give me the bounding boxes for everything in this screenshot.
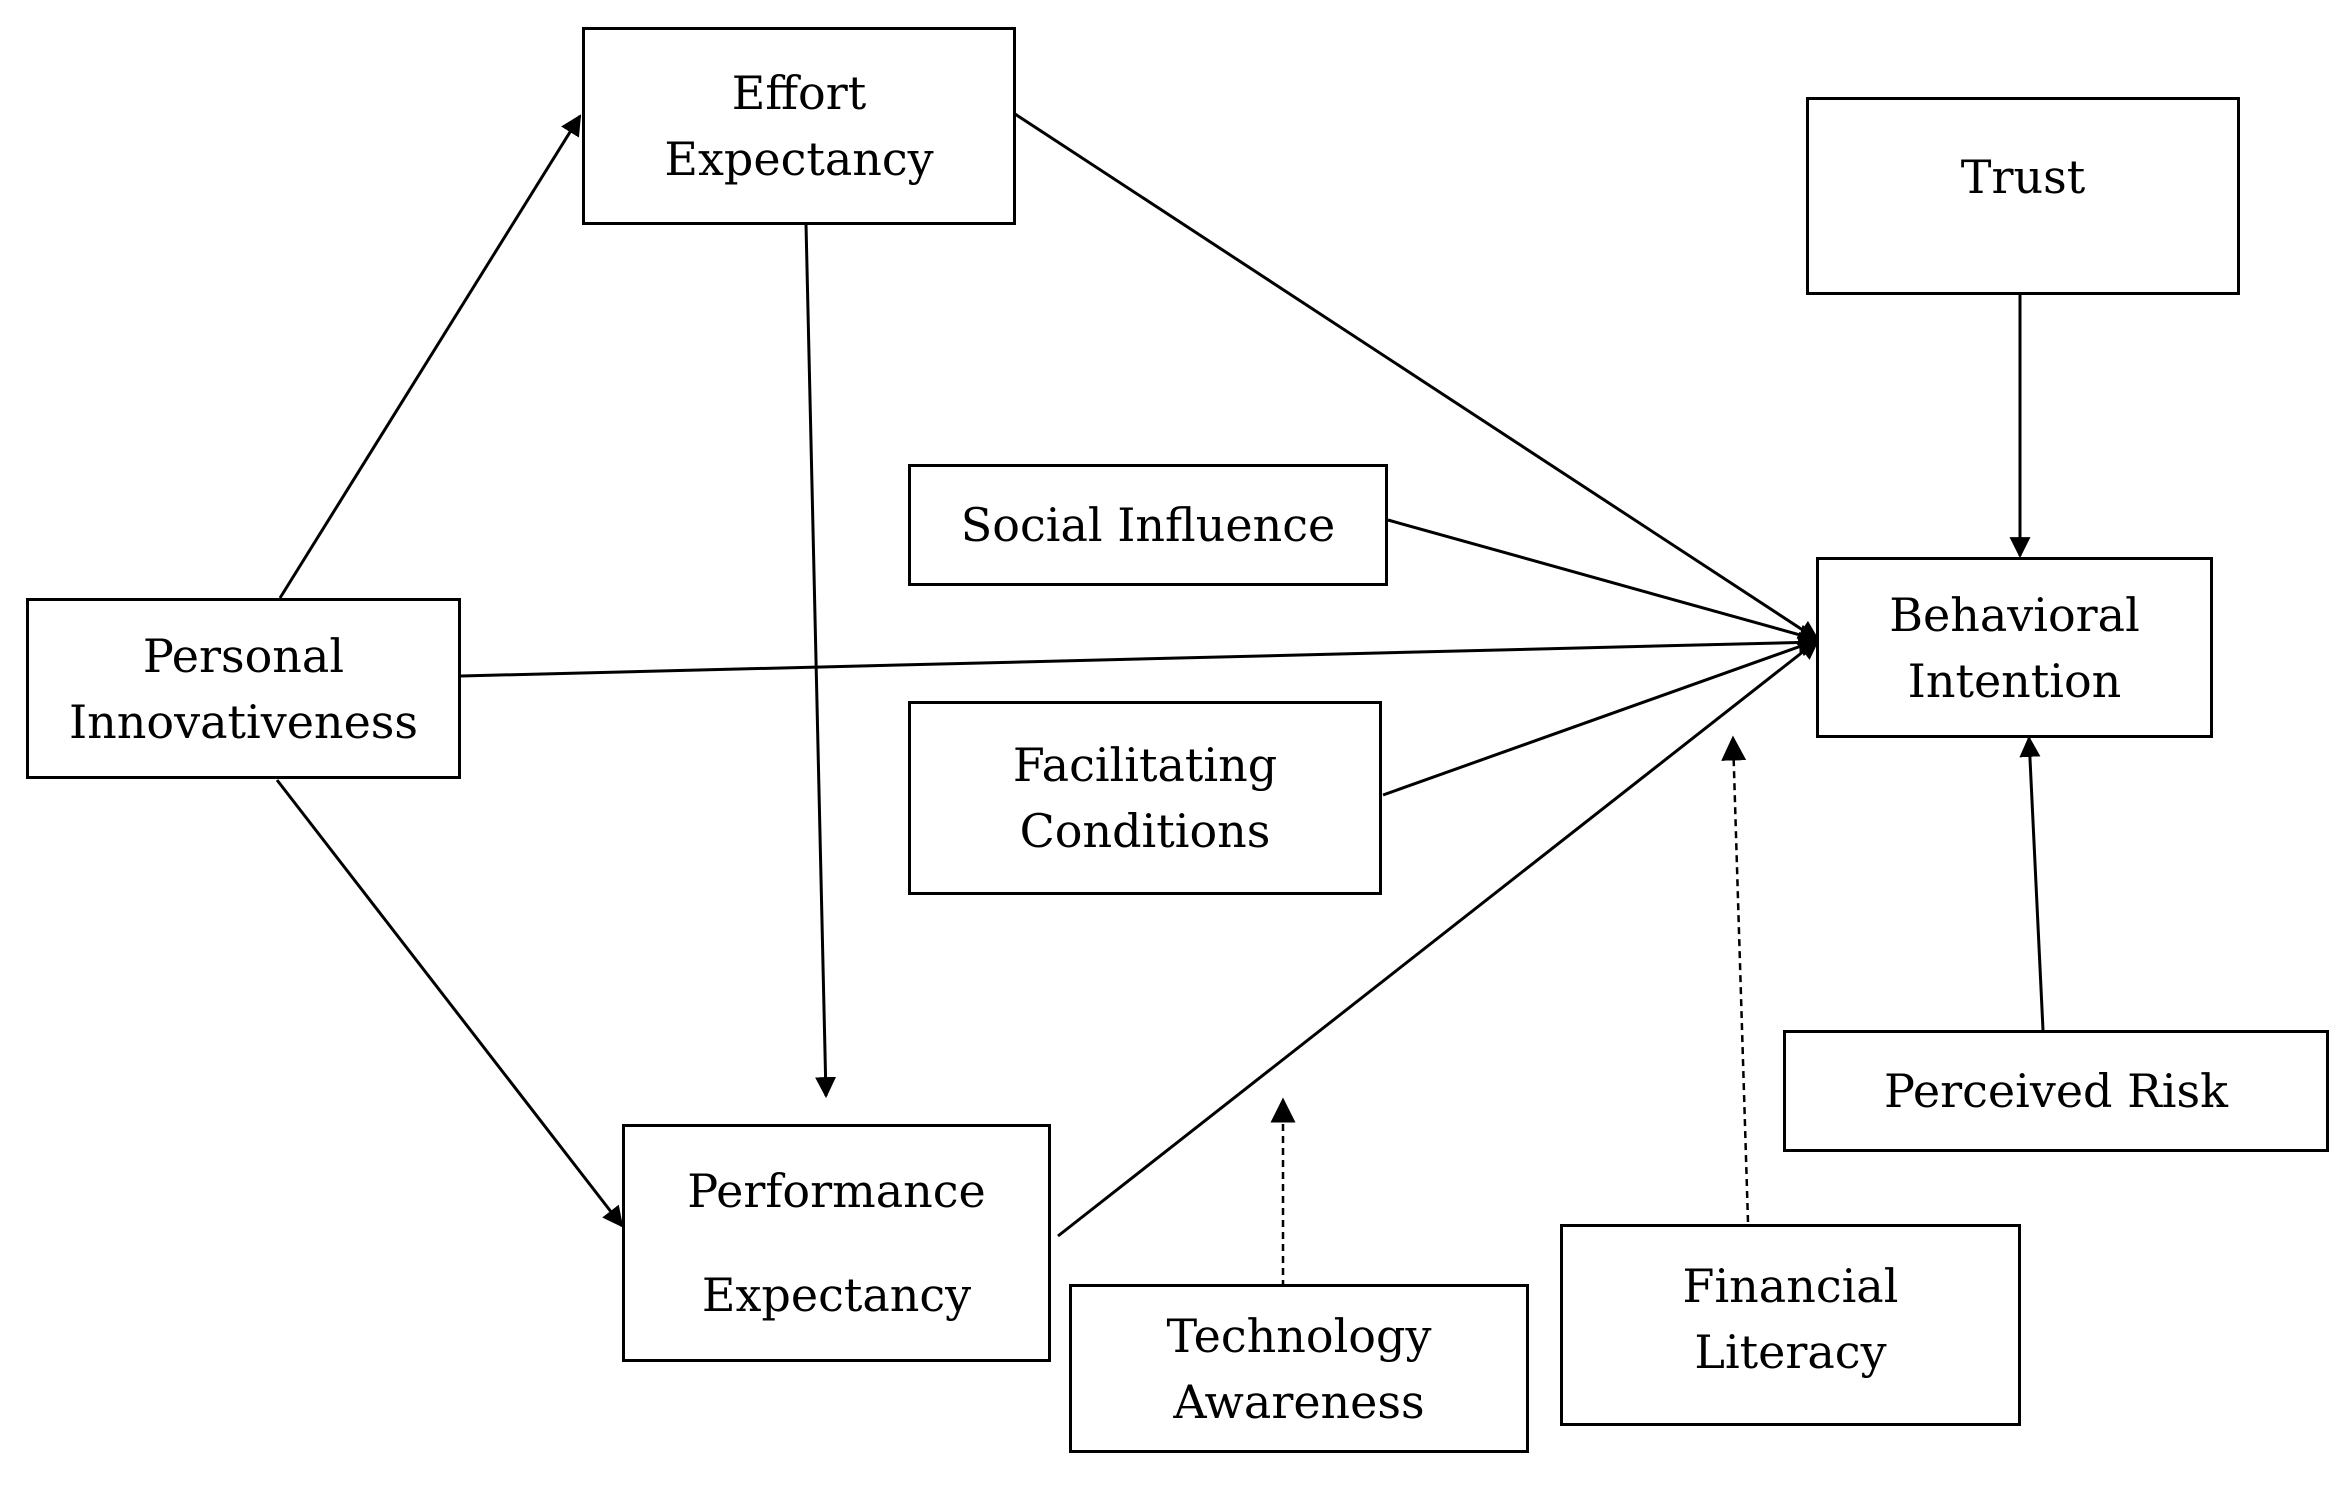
- node-label-line: Trust: [1960, 150, 2086, 204]
- node-behavioral-intention: Behavioral Intention: [1816, 557, 2213, 738]
- node-label-line: Social Influence: [960, 498, 1336, 552]
- node-label-line: Conditions: [1019, 804, 1271, 858]
- node-label-line: Innovativeness: [69, 694, 418, 749]
- node-label-line: Facilitating: [1012, 738, 1278, 792]
- node-label-line: Personal: [142, 628, 345, 683]
- node-label-line: Awareness: [1173, 1374, 1425, 1429]
- node-facilitating-conditions: Facilitating Conditions: [908, 701, 1382, 895]
- edge-effort-to-intention: [1014, 112, 1820, 642]
- edge-innovativeness-to-performance: [275, 779, 624, 1228]
- node-label-line: Effort: [731, 66, 867, 120]
- node-label-line: Expectancy: [701, 1268, 972, 1322]
- node-perceived-risk: Perceived Risk: [1783, 1030, 2329, 1152]
- node-performance-expectancy: Performance Expectancy: [622, 1124, 1051, 1362]
- node-label-line: Technology: [1166, 1308, 1432, 1363]
- node-label-line: Perceived Risk: [1884, 1064, 2228, 1118]
- edge-facilitating-to-intention: [1382, 636, 1820, 797]
- node-label-line: Literacy: [1694, 1325, 1887, 1379]
- node-label-line: Intention: [1907, 653, 2122, 708]
- edge-literacy-moderator: [1721, 735, 1750, 1223]
- node-trust: Trust: [1806, 97, 2240, 295]
- node-label-line: Behavioral: [1889, 587, 2140, 642]
- node-label-line: Financial: [1682, 1259, 1899, 1313]
- edge-innovativeness-to-intention: [460, 631, 1821, 678]
- node-technology-awareness: Technology Awareness: [1069, 1284, 1529, 1453]
- node-social-influence: Social Influence: [908, 464, 1388, 586]
- node-financial-literacy: Financial Literacy: [1560, 1224, 2021, 1426]
- edge-risk-to-intention: [2019, 735, 2045, 1031]
- edge-effort-to-performance: [804, 223, 837, 1099]
- node-label-line: Expectancy: [664, 132, 934, 186]
- node-effort-expectancy: Effort Expectancy: [582, 27, 1016, 225]
- node-personal-innovativeness: Personal Innovativeness: [26, 598, 461, 779]
- edge-innovativeness-to-effort: [278, 114, 582, 599]
- node-label-line: Performance: [687, 1164, 986, 1218]
- edge-performance-to-intention: [1057, 638, 1820, 1238]
- edge-social-to-intention: [1387, 518, 1821, 646]
